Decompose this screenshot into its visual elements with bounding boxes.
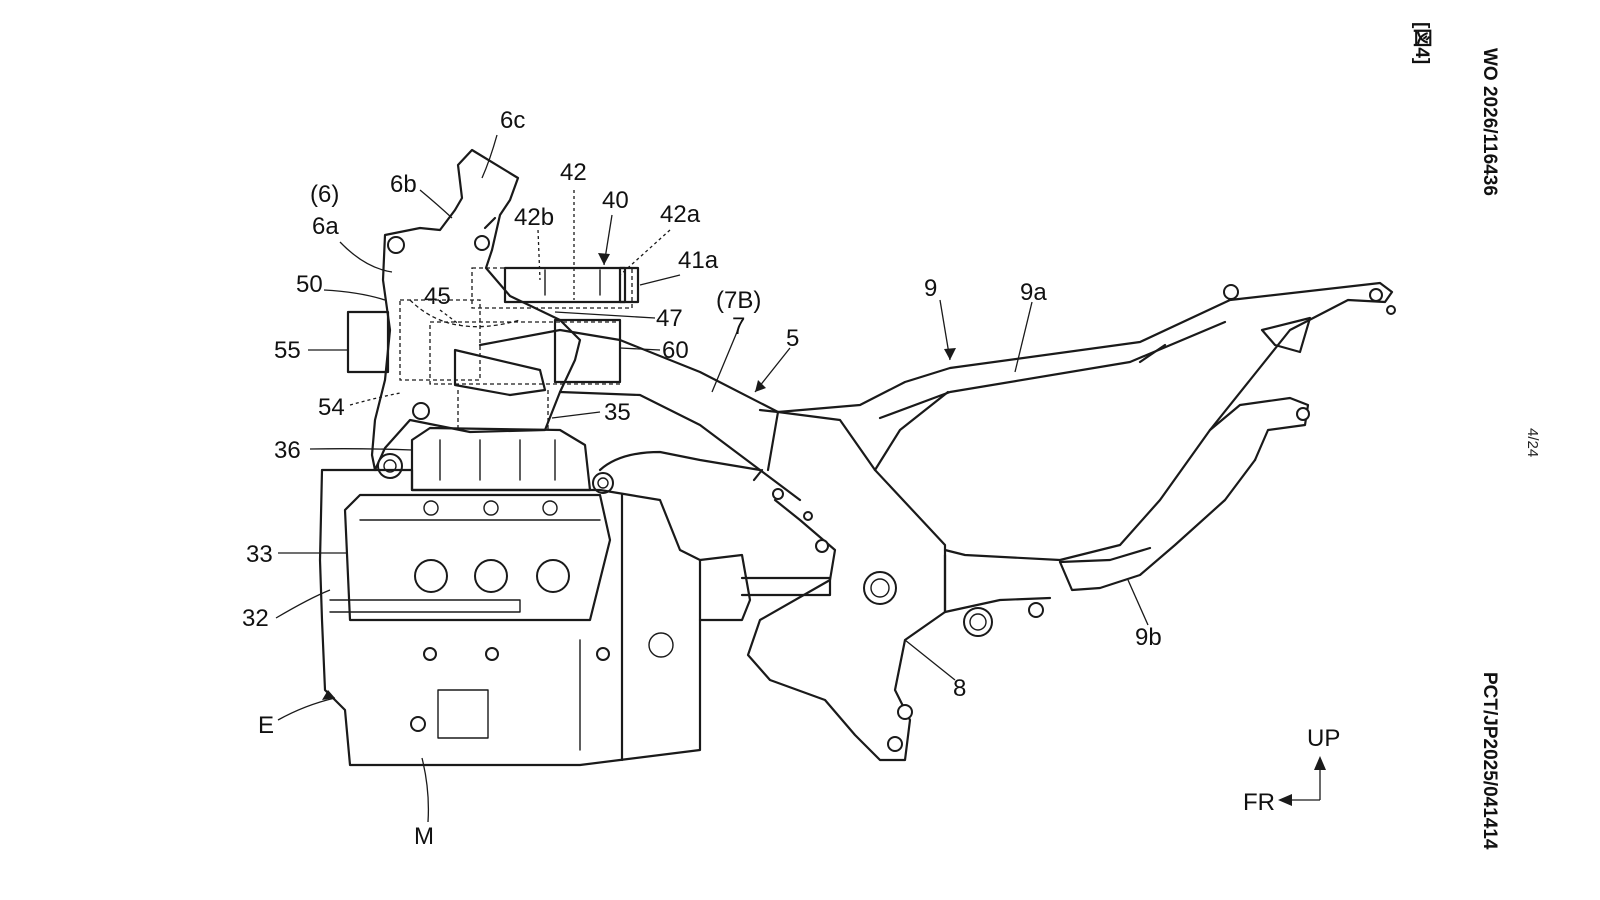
label-M: M [414, 823, 434, 850]
component-55 [346, 310, 390, 374]
leader-lines [275, 134, 1149, 823]
pivot-plate-8 [746, 410, 1052, 762]
application-number: PCT/JP2025/041414 [1479, 672, 1500, 850]
main-frame-5 [478, 328, 802, 502]
leader-arrowheads [322, 253, 956, 700]
up-arrow-icon [1314, 756, 1326, 770]
publication-number: WO 2026/116436 [1479, 48, 1500, 196]
label-33: 33 [246, 541, 273, 568]
label-E: E [258, 712, 274, 739]
label-6a: 6a [312, 213, 339, 240]
label-36: 36 [274, 437, 301, 464]
seat-frame-9 [776, 281, 1396, 614]
label-5: 5 [786, 325, 799, 352]
direction-front-label: FR [1243, 789, 1275, 816]
label-50: 50 [296, 271, 323, 298]
label-55: 55 [274, 337, 301, 364]
radiator-36 [410, 426, 614, 494]
page-number: 4/24 [1524, 428, 1541, 457]
label-42a: 42a [660, 201, 701, 228]
front-arrow-icon [1278, 794, 1292, 806]
motor-unit [318, 468, 832, 767]
label-32: 32 [242, 605, 269, 632]
label-54: 54 [318, 394, 345, 421]
label-42b: 42b [514, 204, 554, 231]
direction-up-label: UP [1307, 725, 1340, 752]
label-9a: 9a [1020, 279, 1047, 306]
label-41a: 41a [678, 247, 719, 274]
reference-labels: 6c (6) 6b 6a 42 42b 40 42a 41a 50 45 47 … [242, 107, 1162, 850]
label-7: 7 [732, 313, 745, 340]
label-40: 40 [602, 187, 629, 214]
label-9: 9 [924, 275, 937, 302]
label-paren7B: (7B) [716, 287, 761, 314]
label-9b: 9b [1135, 624, 1162, 651]
label-8: 8 [953, 675, 966, 702]
label-60: 60 [662, 337, 689, 364]
label-47: 47 [656, 305, 683, 332]
component-60 [553, 318, 622, 384]
direction-indicator: UP FR [1243, 725, 1340, 816]
label-42: 42 [560, 159, 587, 186]
label-6b: 6b [390, 171, 417, 198]
label-45: 45 [424, 283, 451, 310]
label-paren6: (6) [310, 181, 339, 208]
figure-tag: [図4] [1411, 22, 1433, 64]
label-6c: 6c [500, 107, 525, 134]
label-35: 35 [604, 399, 631, 426]
battery-case-40 [503, 266, 640, 304]
head-frame-6 [370, 148, 582, 479]
